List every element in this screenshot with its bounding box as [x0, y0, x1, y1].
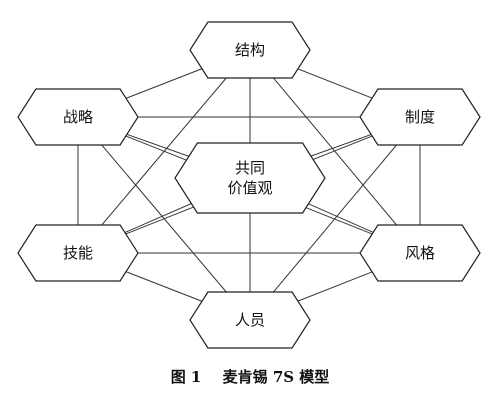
node-label: 战略 [63, 108, 93, 126]
node-label: 技能 [63, 244, 93, 262]
node-label: 共同 [235, 159, 265, 177]
node-style: 风格 [359, 224, 481, 282]
node-structure: 结构 [189, 21, 311, 79]
edge-systems-staff [249, 116, 421, 321]
hexagon-shape [174, 142, 326, 214]
hexagon-shape [189, 291, 311, 349]
node-label: 人员 [235, 311, 265, 329]
node-label: 制度 [405, 108, 435, 126]
hexagon-shape [189, 21, 311, 79]
figure-caption: 图 1 麦肯锡 7S 模型 [0, 366, 500, 387]
hexagon-shape [17, 88, 139, 146]
node-skills: 技能 [17, 224, 139, 282]
node-strategy: 战略 [17, 88, 139, 146]
node-staff: 人员 [189, 291, 311, 349]
hexagon-shape [17, 224, 139, 282]
hexagon-shape [359, 224, 481, 282]
node-label: 价值观 [227, 179, 272, 197]
node-systems: 制度 [359, 88, 481, 146]
figure-title: 麦肯锡 7S 模型 [222, 368, 330, 386]
node-label: 风格 [405, 244, 435, 262]
hexagon-shape [359, 88, 481, 146]
edge-structure-style [249, 49, 421, 254]
figure-number: 图 1 [170, 368, 202, 386]
node-label: 结构 [235, 41, 265, 59]
